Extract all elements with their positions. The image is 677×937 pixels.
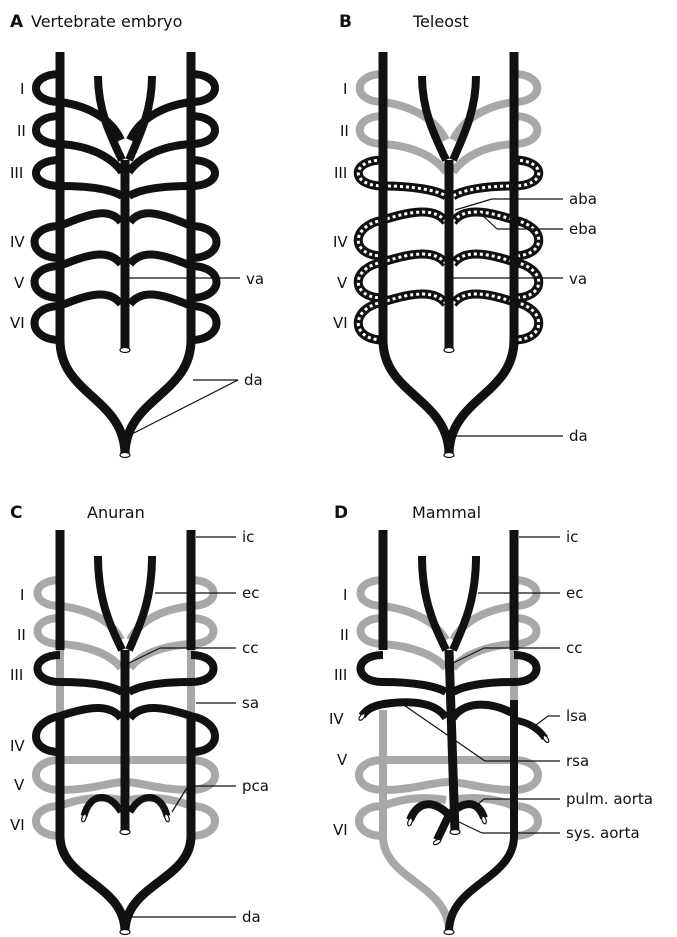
label-aba: aba (569, 190, 597, 208)
arch-label: V (14, 274, 25, 292)
panel-title: Vertebrate embryo (31, 12, 182, 31)
panel-letter: B (339, 12, 352, 32)
panel-title: Teleost (412, 12, 469, 31)
label-ic: ic (242, 528, 254, 546)
arch-label: VI (333, 821, 348, 839)
arch-label: VI (333, 314, 348, 332)
panel-title: Anuran (87, 503, 145, 522)
label-ec: ec (566, 584, 583, 602)
arch-label: I (20, 80, 24, 98)
arch-label: IV (333, 233, 348, 251)
arch-label: III (334, 666, 347, 684)
arch-label: V (337, 274, 348, 292)
panel-letter: D (334, 503, 348, 523)
label-eba: eba (569, 220, 597, 238)
panel-a: A Vertebrate embryo (10, 12, 264, 458)
label-cc: cc (242, 639, 259, 657)
arch-label: V (337, 751, 348, 769)
vessel-group (60, 530, 191, 935)
label-cc: cc (566, 639, 583, 657)
arch-label: VI (10, 816, 25, 834)
panel-title: Mammal (412, 503, 481, 522)
arch-label: I (20, 586, 24, 604)
label-ec: ec (242, 584, 259, 602)
leader-line (459, 822, 482, 833)
arch-label: IV (10, 737, 25, 755)
arch-label: III (334, 164, 347, 182)
arch-label: II (17, 122, 26, 140)
arch-label: III (10, 164, 23, 182)
arch-label: II (340, 122, 349, 140)
label-da: da (569, 427, 588, 445)
panel-letter: A (10, 12, 24, 32)
arch-label: II (340, 626, 349, 644)
label-da: da (242, 908, 261, 926)
label-da: da (244, 371, 263, 389)
label-va: va (246, 270, 264, 288)
arch-label: VI (10, 314, 25, 332)
arch-label: V (14, 776, 25, 794)
arch-label: I (343, 586, 347, 604)
label-pca: pca (242, 777, 269, 795)
label-ic: ic (566, 528, 578, 546)
panel-b: B Teleost (333, 12, 597, 458)
label-pulm-aorta: pulm. aorta (566, 790, 653, 808)
leader-line (536, 716, 548, 725)
label-sys-aorta: sys. aorta (566, 824, 640, 842)
arch-label: IV (10, 233, 25, 251)
arch-label: II (17, 626, 26, 644)
label-lsa: lsa (566, 707, 587, 725)
panel-c: C Anuran (10, 503, 269, 935)
arch-label: III (10, 666, 23, 684)
label-va: va (569, 270, 587, 288)
panel-letter: C (10, 503, 22, 523)
label-sa: sa (242, 694, 259, 712)
arch-label: IV (329, 710, 344, 728)
panel-d: D Mammal (329, 503, 653, 935)
arch-label: I (343, 80, 347, 98)
label-rsa: rsa (566, 752, 589, 770)
